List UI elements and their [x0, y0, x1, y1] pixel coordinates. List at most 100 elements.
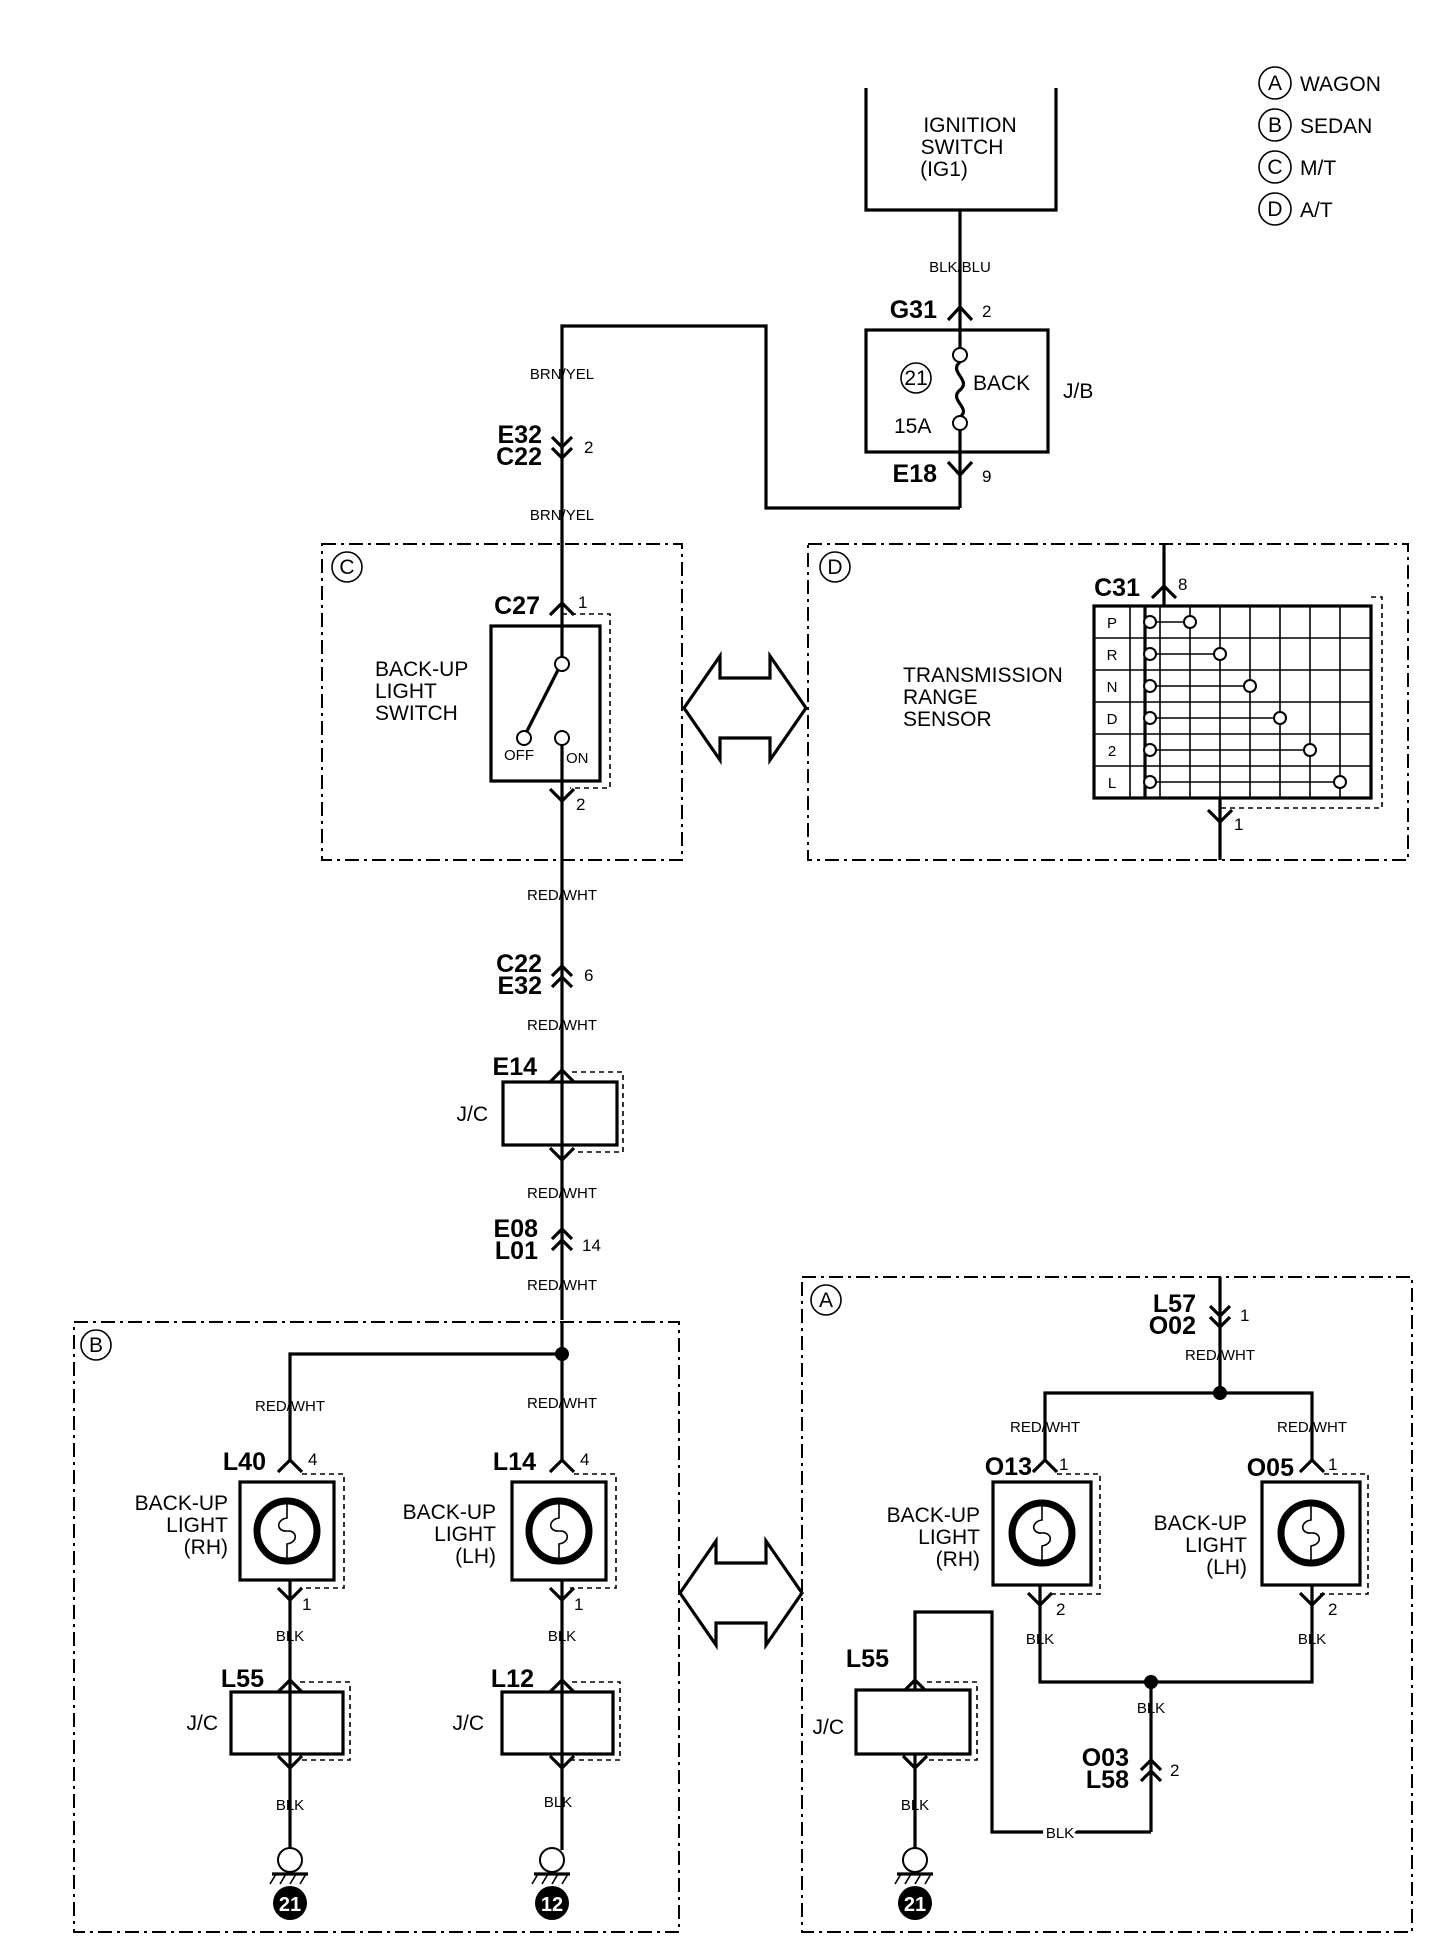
connector-symbol-c31 [1150, 583, 1178, 600]
wire-label-red-wht-b-left: RED/WHT [255, 1398, 325, 1415]
jc-e14-label: J/C [457, 1103, 489, 1126]
ground-b-left-number: 21 [279, 1894, 301, 1916]
position-2: 2 [1108, 743, 1116, 760]
alternative-arrow-c-d [682, 650, 808, 766]
wire-label-blk-b-left-1: BLK [276, 1628, 304, 1645]
wire-label-blk-a-return: BLK [1046, 1825, 1074, 1842]
connector-l57: L57 [1153, 1290, 1196, 1318]
position-n: N [1107, 679, 1118, 696]
fuse-symbol [955, 360, 965, 419]
section-a-wagon: A L57 O02 1 RED/WHT RED/WHT RED/WHT O13 … [801, 1276, 1413, 1933]
connector-e32-mid: E32 [498, 972, 542, 1000]
wire-label-red-wht-a: RED/WHT [1185, 1347, 1255, 1364]
pin-c27-in: 1 [578, 593, 587, 612]
connector-e32-top: E32 [498, 421, 542, 449]
connector-l40: L40 [223, 1448, 266, 1476]
switch-name-line1: BACK-UP [375, 658, 468, 681]
connector-l55-a: L55 [846, 1645, 889, 1673]
pin-e08-l01: 14 [582, 1236, 601, 1255]
pin-e32-c22-top: 2 [584, 438, 593, 457]
sensor-name-line1: TRANSMISSION [903, 664, 1063, 687]
pin-g31: 2 [982, 302, 991, 321]
wire-label-blk-a-left: BLK [1026, 1631, 1054, 1648]
wire-label-red-wht-3: RED/WHT [527, 1185, 597, 1202]
light-b-rh-line3: (RH) [184, 1536, 228, 1559]
light-a-rh-line2: LIGHT [918, 1526, 980, 1549]
section-c-letter: C [339, 556, 354, 579]
pin-o03-l58: 2 [1170, 1761, 1179, 1780]
wire-label-red-wht-1: RED/WHT [527, 887, 597, 904]
jc-l12-label: J/C [453, 1712, 485, 1735]
pin-l14-out: 1 [574, 1595, 583, 1614]
light-a-lh-line3: (LH) [1206, 1556, 1247, 1579]
legend-sedan: SEDAN [1300, 115, 1372, 138]
light-a-lh-line2: LIGHT [1185, 1534, 1247, 1557]
legend-letter-c: C [1267, 156, 1282, 179]
position-r: R [1107, 647, 1118, 664]
switch-name-line3: SWITCH [375, 702, 458, 725]
ground-a-number: 21 [904, 1894, 926, 1916]
light-a-rh-line1: BACK-UP [887, 1504, 980, 1527]
joint-connector-e14: E14 J/C [457, 1053, 624, 1163]
section-b-sedan: B RED/WHT RED/WHT L40 4 BACK-UP LIGHT (R… [73, 1321, 680, 1933]
pin-o13-out: 2 [1056, 1600, 1065, 1619]
connector-symbol-c27-out [548, 787, 576, 804]
alternative-arrow-b-a [678, 1535, 804, 1651]
pin-l57-o02: 1 [1240, 1306, 1249, 1325]
pin-o13-in: 1 [1059, 1455, 1068, 1474]
wire-label-red-wht-2: RED/WHT [527, 1017, 597, 1034]
connector-symbol-c22-e32 [550, 963, 574, 978]
connector-l01: L01 [495, 1237, 538, 1265]
ignition-line1: IGNITION [923, 114, 1016, 137]
legend-wagon: WAGON [1300, 73, 1381, 96]
wire-label-blk-b-right-2: BLK [544, 1794, 572, 1811]
pin-o05-out: 2 [1328, 1600, 1337, 1619]
sensor-name-line2: RANGE [903, 686, 978, 709]
wire-label-blk-b-right-1: BLK [548, 1628, 576, 1645]
connector-c22-mid: C22 [496, 950, 542, 978]
pin-c22-e32-mid: 6 [584, 966, 593, 985]
pin-c27-out: 2 [576, 795, 585, 814]
light-a-rh-line3: (RH) [936, 1548, 980, 1571]
wire-label-blk-a-right: BLK [1298, 1631, 1326, 1648]
section-d-at: D C31 8 TRANSMISSION RANGE SENSOR P R N [807, 543, 1409, 861]
wire-label-red-wht-a-right: RED/WHT [1277, 1419, 1347, 1436]
pin-o05-in: 1 [1328, 1455, 1337, 1474]
light-b-rh-line1: BACK-UP [135, 1492, 228, 1515]
wire-label-blk-b-left-2: BLK [276, 1797, 304, 1814]
connector-o05: O05 [1247, 1454, 1294, 1482]
connector-l55-b: L55 [221, 1665, 264, 1693]
pin-l40-out: 1 [302, 1595, 311, 1614]
wire-label-blk-blu: BLK/BLU [929, 259, 991, 276]
connector-symbol-e18 [946, 460, 974, 478]
connector-symbol-l57-o02 [1208, 1304, 1232, 1319]
connector-e08: E08 [494, 1215, 539, 1243]
legend-at: A/T [1300, 199, 1333, 222]
legend-letter-d: D [1267, 198, 1282, 221]
wire-label-red-wht-4: RED/WHT [527, 1277, 597, 1294]
position-l: L [1108, 775, 1116, 792]
switch-contact-arm [524, 669, 560, 734]
light-b-rh-line2: LIGHT [166, 1514, 228, 1537]
connector-symbol-c27-in [548, 600, 576, 617]
pin-l40-in: 4 [308, 1450, 317, 1469]
connector-symbol-g31 [946, 304, 974, 322]
connector-l14: L14 [493, 1448, 536, 1476]
connector-o03: O03 [1082, 1744, 1129, 1772]
wire-label-red-wht-a-left: RED/WHT [1010, 1419, 1080, 1436]
connector-o13: O13 [985, 1453, 1032, 1481]
light-a-lh-line1: BACK-UP [1154, 1512, 1247, 1535]
ignition-switch: IGNITION SWITCH (IG1) [864, 88, 1058, 212]
splice-point-a-top [1213, 1386, 1227, 1400]
connector-e14: E14 [493, 1053, 538, 1081]
jc-l55-b-label: J/C [187, 1712, 219, 1735]
connector-c31: C31 [1094, 574, 1140, 602]
fuse-name: BACK [973, 372, 1030, 395]
position-d: D [1107, 711, 1118, 728]
legend-mt: M/T [1300, 157, 1336, 180]
connector-symbol-e32-c22-a [550, 435, 574, 450]
jc-l55-a-label: J/C [813, 1716, 845, 1739]
range-contacts [1143, 606, 1347, 798]
legend-letter-a: A [1268, 72, 1282, 95]
